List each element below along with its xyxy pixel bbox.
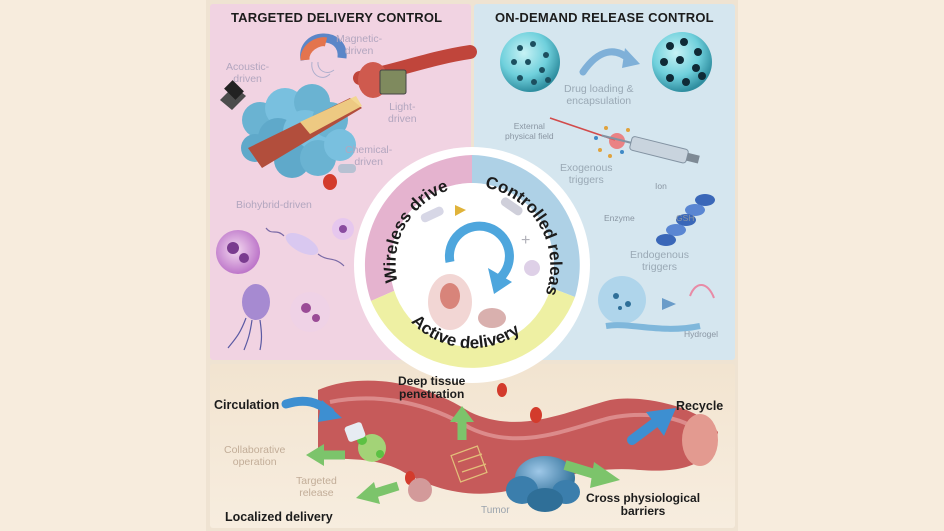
svg-text:+: + — [521, 232, 530, 249]
label-acoustic-driven: Acoustic- driven — [226, 61, 270, 85]
ultrasound-probe-icon — [220, 80, 246, 110]
label-hydrogel: Hydrogel — [684, 329, 719, 339]
label-endogenous-triggers: Endogenous triggers — [630, 249, 689, 273]
label-cross-barriers: Cross physiological barriers — [586, 491, 701, 519]
label-ion: Ion — [655, 181, 667, 191]
label-tumor: Tumor — [481, 505, 510, 516]
ring-segment-yellow — [371, 287, 575, 368]
tumor-icon — [506, 456, 580, 512]
macrophage-icon — [290, 292, 330, 332]
label-biohybrid-driven: Biohybrid-driven — [236, 199, 312, 211]
bacteria-icon — [265, 227, 345, 267]
nanoparticle-icon — [500, 32, 560, 92]
collaborative-arrow — [306, 444, 345, 466]
recycle-arrow-icon — [444, 221, 514, 282]
targeted-delivery-title: TARGETED DELIVERY CONTROL — [231, 10, 443, 25]
label-localized-delivery: Localized delivery — [225, 510, 333, 524]
label-targeted-release: Targeted release — [296, 475, 337, 499]
label-gsh: GSH — [676, 213, 695, 223]
label-chemical-driven: Chemical- driven — [345, 144, 393, 168]
label-light-driven: Light- driven — [388, 101, 417, 125]
label-external-field: External physical field — [505, 121, 554, 141]
light-source-chip — [379, 69, 407, 95]
label-deep-tissue-penetration: Deep tissue penetration — [398, 374, 466, 402]
recycle-arrow — [627, 408, 676, 445]
gsh-helix — [656, 194, 715, 246]
cross-barrier-arrow — [563, 460, 620, 488]
circulation-arrow — [281, 396, 342, 422]
hydrogel-icon — [598, 276, 715, 332]
label-recycle: Recycle — [676, 399, 724, 413]
loaded-nanoparticle-icon — [652, 32, 712, 92]
label-drug-loading: Drug loading & encapsulation — [564, 83, 634, 107]
label-exogenous-triggers: Exogenous triggers — [560, 162, 613, 186]
on-demand-release-title: ON-DEMAND RELEASE CONTROL — [495, 10, 714, 25]
penetration-arrow — [450, 406, 474, 440]
targeted-release-arrow — [356, 481, 400, 504]
squid-cell-icon — [227, 284, 270, 351]
label-enzyme: Enzyme — [604, 213, 635, 223]
cell-icon — [216, 230, 260, 274]
label-collaborative-operation: Collaborative operation — [224, 444, 286, 468]
label-circulation: Circulation — [214, 398, 280, 412]
label-magnetic-driven: Magnetic- driven — [336, 33, 383, 57]
penetration-mesh — [450, 445, 488, 483]
syringe-icon — [601, 134, 700, 164]
